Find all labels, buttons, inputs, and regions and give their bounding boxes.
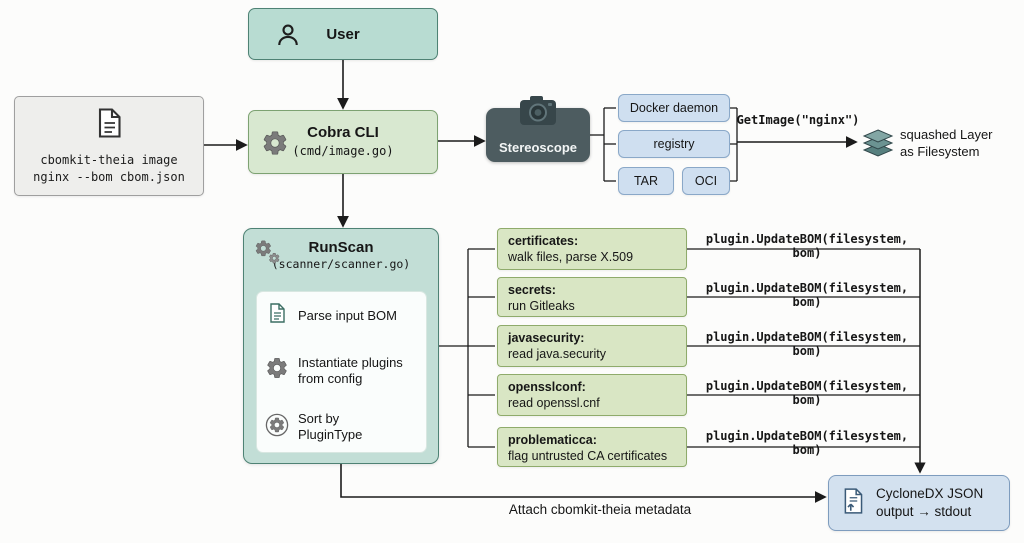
user-node: User	[248, 8, 438, 60]
plugin-name: problematicca:	[508, 433, 597, 447]
cobra-cli-text: Cobra CLI (cmd/image.go)	[249, 124, 437, 160]
plugin-name: certificates:	[508, 234, 579, 248]
squashed-layer-label: squashed Layer as Filesystem	[900, 126, 1018, 160]
cyclonedx-output-line2: output → stdout	[876, 504, 972, 519]
plugin-secrets-node: secrets: run Gitleaks	[497, 277, 687, 317]
cli-command-line2: nginx --bom cbom.json	[33, 170, 185, 184]
step-sort-by-plugintype: Sort by PluginType	[265, 411, 418, 443]
tar-label: TAR	[633, 174, 659, 188]
updatebom-edge-label: plugin.UpdateBOM(filesystem, bom)	[705, 330, 909, 358]
gear-icon	[265, 356, 289, 385]
plugin-problematicca-node: problematicca: flag untrusted CA certifi…	[497, 427, 687, 467]
plugin-name: opensslconf:	[508, 380, 586, 394]
updatebom-edge-label: plugin.UpdateBOM(filesystem, bom)	[705, 429, 909, 457]
plugin-desc: walk files, parse X.509	[508, 250, 634, 264]
plugin-javasecurity-node: javasecurity: read java.security	[497, 325, 687, 367]
file-export-icon	[841, 487, 867, 520]
updatebom-edge-label: plugin.UpdateBOM(filesystem, bom)	[705, 281, 909, 309]
cli-command-text: cbomkit-theia image nginx --bom cbom.jso…	[33, 152, 185, 186]
plugin-desc: flag untrusted CA certificates	[508, 449, 668, 463]
docker-daemon-node: Docker daemon	[618, 94, 730, 122]
plugin-certificates-node: certificates: walk files, parse X.509	[497, 228, 687, 270]
plugin-desc: read java.security	[508, 347, 606, 361]
runscan-header: RunScan (scanner/scanner.go)	[244, 229, 438, 273]
step-label: Instantiate plugins from config	[298, 354, 403, 386]
cobra-cli-subtitle: (cmd/image.go)	[292, 144, 394, 158]
file-icon	[265, 301, 289, 330]
updatebom-edge-label: plugin.UpdateBOM(filesystem, bom)	[705, 379, 909, 407]
registry-node: registry	[618, 130, 730, 158]
step-label: Sort by PluginType	[298, 411, 363, 442]
docker-daemon-label: Docker daemon	[629, 101, 719, 115]
cyclonedx-output-node: CycloneDX JSON output → stdout	[828, 475, 1010, 531]
runscan-steps-panel: Parse input BOM Instantiate plugins from…	[256, 291, 427, 453]
getimage-edge-label: GetImage("nginx")	[736, 113, 860, 127]
plugin-name: secrets:	[508, 283, 556, 297]
command-node: cbomkit-theia image nginx --bom cbom.jso…	[14, 96, 204, 196]
gears-icon	[253, 238, 283, 272]
sort-gear-icon	[265, 413, 289, 442]
camera-icon	[518, 94, 558, 133]
updatebom-edge-label: plugin.UpdateBOM(filesystem, bom)	[705, 232, 909, 260]
edge-runscan-to-output	[340, 464, 827, 503]
file-icon	[91, 105, 127, 146]
step-instantiate-plugins: Instantiate plugins from config	[265, 355, 418, 387]
stereoscope-label: Stereoscope	[498, 140, 578, 155]
cyclonedx-output-text: CycloneDX JSON output → stdout	[876, 485, 983, 521]
oci-label: OCI	[694, 174, 718, 188]
gear-icon	[261, 129, 289, 162]
layers-icon	[862, 127, 894, 164]
step-parse-input-bom: Parse input BOM	[265, 301, 418, 330]
plugin-desc: read openssl.cnf	[508, 396, 600, 410]
user-icon	[273, 20, 303, 55]
cobra-cli-title: Cobra CLI	[307, 124, 379, 141]
plugin-name: javasecurity:	[508, 331, 585, 345]
plugin-desc: run Gitleaks	[508, 299, 575, 313]
squashed-layer-line2: as Filesystem	[900, 144, 980, 159]
cobra-cli-node: Cobra CLI (cmd/image.go)	[248, 110, 438, 174]
tar-node: TAR	[618, 167, 674, 195]
step-label: Parse input BOM	[298, 307, 397, 323]
runscan-node: RunScan (scanner/scanner.go) Parse input…	[243, 228, 439, 464]
edge-runscan-to-plugins	[468, 248, 495, 448]
attach-metadata-edge-label: Attach cbomkit-theia metadata	[508, 502, 692, 517]
cyclonedx-output-line1: CycloneDX JSON	[876, 486, 984, 501]
oci-node: OCI	[682, 167, 730, 195]
squashed-layer-line1: squashed Layer	[900, 127, 993, 142]
runscan-title: RunScan	[308, 239, 374, 256]
plugin-opensslconf-node: opensslconf: read openssl.cnf	[497, 374, 687, 416]
cli-command-line1: cbomkit-theia image	[40, 153, 178, 167]
runscan-subtitle: (scanner/scanner.go)	[271, 257, 411, 271]
registry-label: registry	[653, 137, 695, 151]
user-label: User	[326, 25, 360, 43]
